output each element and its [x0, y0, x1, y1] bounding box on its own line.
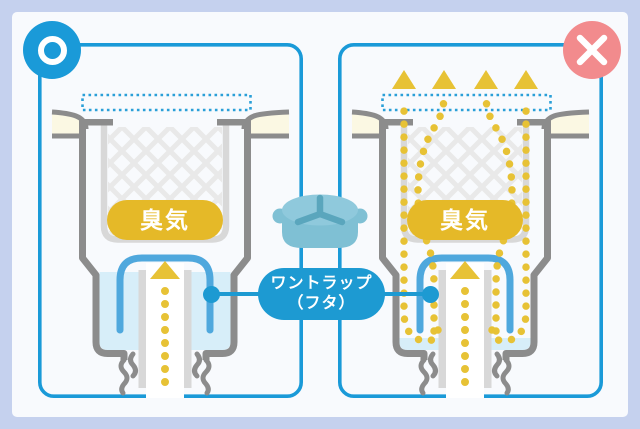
rim-lip-right: [517, 119, 551, 126]
drain-diagram-incorrect: 臭気: [337, 42, 603, 399]
standpipe-wall-left: [138, 270, 146, 388]
standpipe-wall-right: [184, 270, 192, 388]
odor-pill: 臭気: [107, 200, 223, 240]
one-trap-label-line1: ワントラップ: [270, 275, 373, 292]
odor-arrow-blocked: [150, 261, 180, 399]
incorrect-cross-icon: [563, 21, 621, 79]
odor-arrow-center: [450, 261, 480, 399]
one-trap-cup-illustration: [272, 194, 368, 248]
standpipe-wall-right: [484, 270, 492, 388]
rim-lip-right: [217, 119, 251, 126]
rim-lip-left: [379, 119, 413, 126]
odor-pill: 臭気: [407, 200, 523, 240]
cross-glyph: [576, 34, 608, 66]
odor-leak-trails: [400, 95, 530, 345]
standpipe-wall-left: [438, 270, 446, 388]
correct-circle-icon: [23, 21, 81, 79]
drain-opening-dotted-outline: [381, 93, 552, 112]
one-trap-label-line2: （フタ）: [287, 295, 356, 312]
trap-cup-cross-section: [416, 254, 514, 334]
rim-lip-left: [79, 119, 113, 126]
odor-escape-arrowheads: [392, 70, 538, 89]
trap-handle: [294, 194, 346, 226]
drain-body-outline: [379, 120, 551, 360]
floor-right: [241, 109, 290, 139]
drain-diagram-correct: 臭気: [37, 42, 303, 399]
drain-body-outline: [79, 120, 251, 360]
odor-label: 臭気: [440, 207, 490, 233]
odor-label: 臭気: [140, 207, 190, 233]
floor-left: [351, 109, 389, 139]
circle-glyph: [37, 35, 67, 65]
panel-correct: 臭気: [37, 42, 303, 399]
pipe-break-squiggles: [418, 351, 512, 396]
trap-cup-cross-section: [116, 254, 214, 334]
pipe-break-squiggles: [118, 351, 212, 396]
drain-opening-dotted-outline: [81, 93, 252, 112]
callout-dot-left: [203, 286, 220, 303]
one-trap-label: ワントラップ （フタ）: [258, 268, 385, 320]
callout-dot-right: [422, 286, 439, 303]
panel-incorrect: 臭気: [337, 42, 603, 399]
